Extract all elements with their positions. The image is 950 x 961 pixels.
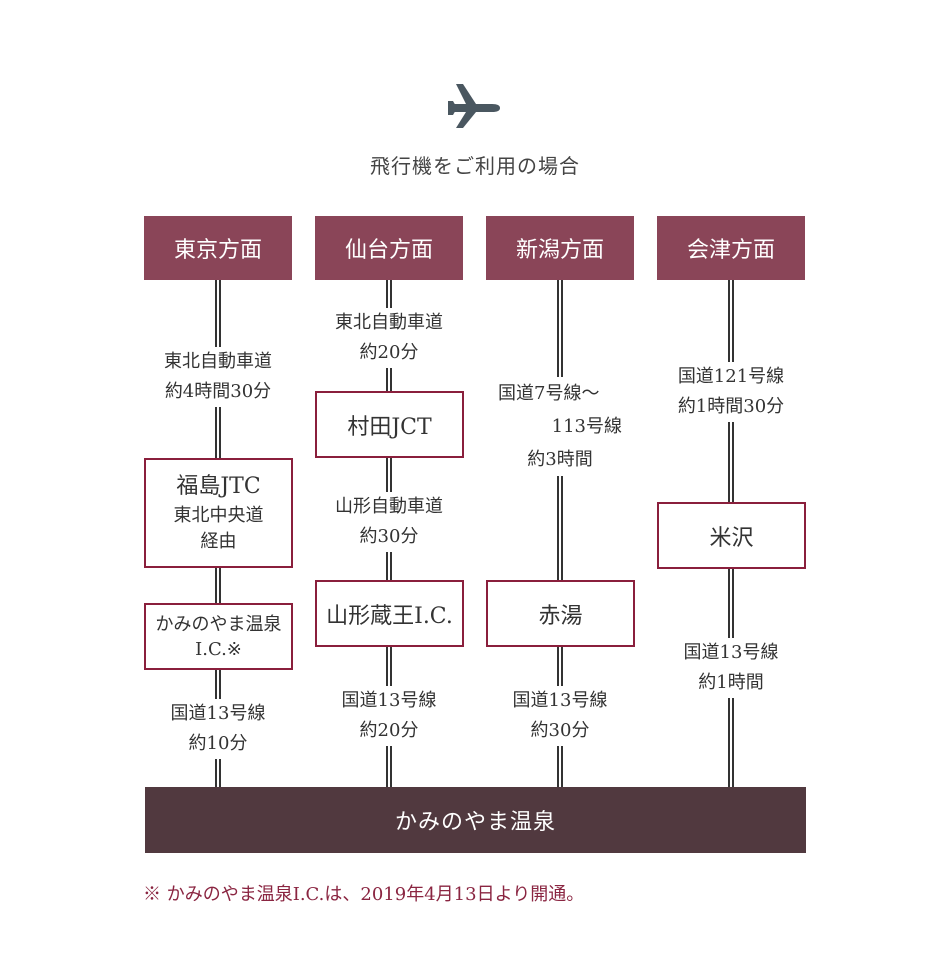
waypoint-akayu: 赤湯 bbox=[486, 580, 635, 647]
header-niigata: 新潟方面 bbox=[486, 216, 634, 280]
waypoint-yonezawa: 米沢 bbox=[657, 502, 806, 569]
airplane-icon bbox=[448, 84, 500, 128]
destination-bar: かみのやま温泉 bbox=[145, 787, 806, 853]
page-title: 飛行機をご利用の場合 bbox=[370, 154, 580, 178]
route-rail-niigata bbox=[557, 280, 563, 788]
route-label-niigata-2: 国道13号線 約30分 bbox=[486, 686, 634, 746]
route-label-tokyo-2: 国道13号線 約10分 bbox=[144, 699, 292, 759]
route-label-niigata-1: 国道7号線〜 113号線 約3時間 bbox=[486, 377, 634, 476]
header-tokyo: 東京方面 bbox=[144, 216, 292, 280]
route-label-sendai-3: 国道13号線 約20分 bbox=[315, 686, 463, 746]
route-label-aizu-1: 国道121号線 約1時間30分 bbox=[657, 362, 805, 422]
waypoint-yamagata-zao-ic: 山形蔵王I.C. bbox=[315, 580, 464, 647]
waypoint-murata-jct: 村田JCT bbox=[315, 391, 464, 458]
route-label-sendai-2: 山形自動車道 約30分 bbox=[315, 492, 463, 552]
route-label-tokyo-1: 東北自動車道 約4時間30分 bbox=[144, 347, 292, 407]
route-label-sendai-1: 東北自動車道 約20分 bbox=[315, 308, 463, 368]
route-label-aizu-2: 国道13号線 約1時間 bbox=[657, 638, 805, 698]
waypoint-fukushima-jtc: 福島JTC 東北中央道 経由 bbox=[144, 458, 293, 568]
footnote: ※ かみのやま温泉I.C.は、2019年4月13日より開通。 bbox=[143, 884, 585, 905]
header-aizu: 会津方面 bbox=[657, 216, 805, 280]
waypoint-kaminoyama-ic: かみのやま温泉 I.C.※ bbox=[144, 603, 293, 670]
header-sendai: 仙台方面 bbox=[315, 216, 463, 280]
